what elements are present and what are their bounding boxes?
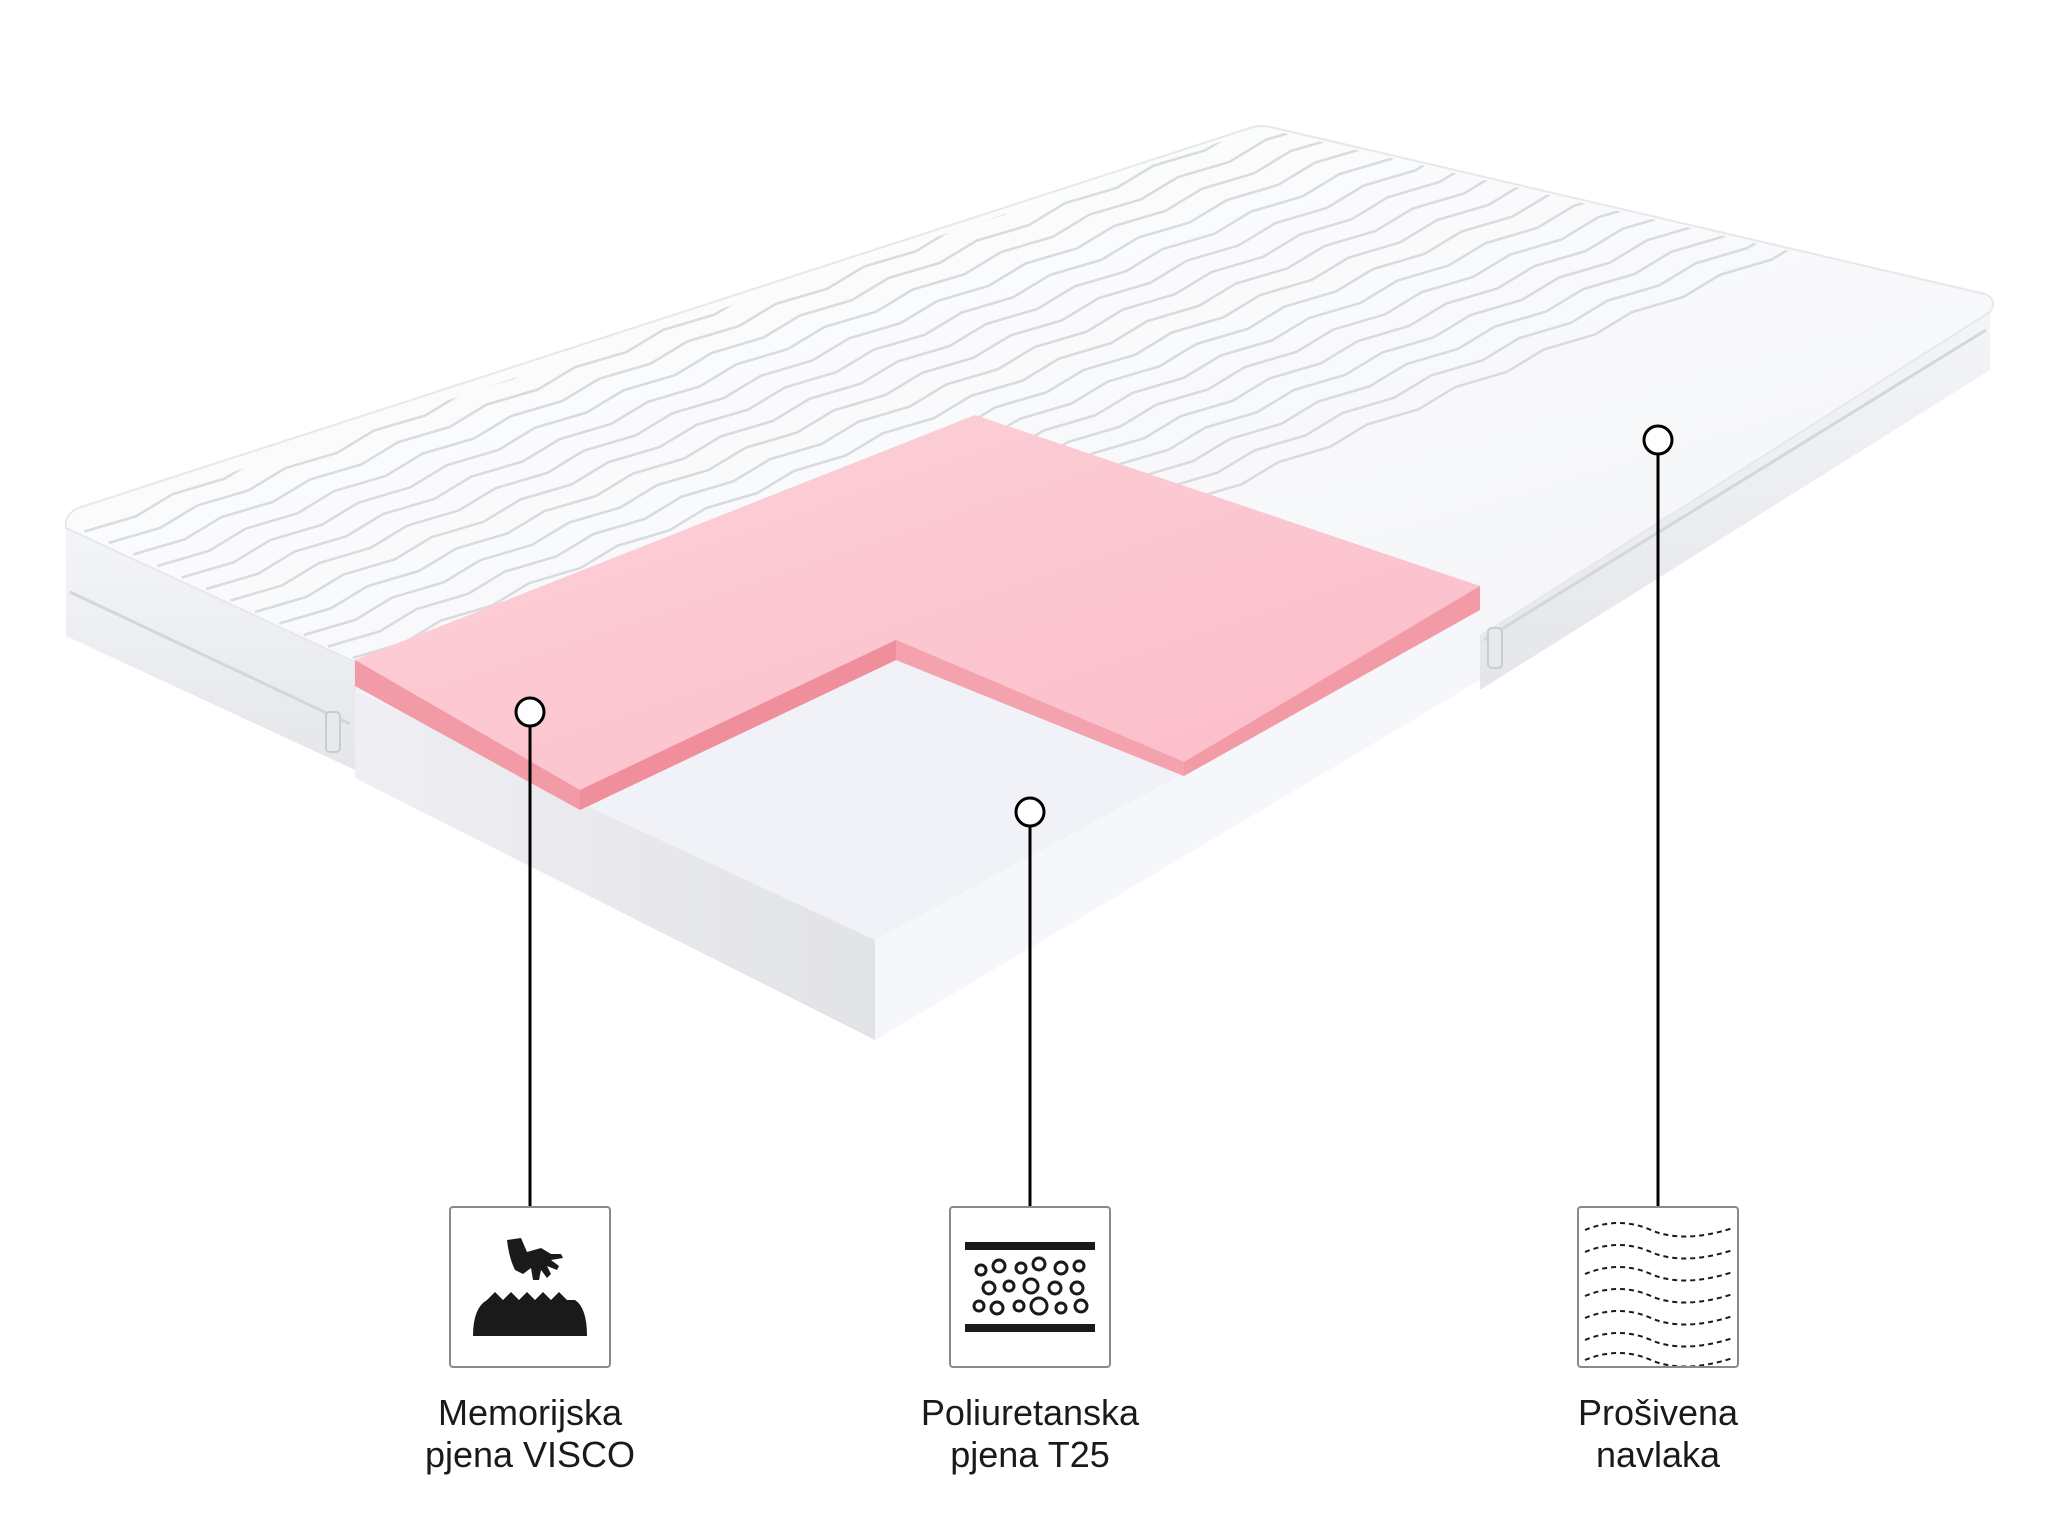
- quilt-stitch-line: [205, 128, 1495, 591]
- memory-foam-label: Memorijska pjena VISCO: [350, 1392, 710, 1476]
- quilt-stitch-line: [327, 128, 1617, 648]
- quilted-cover-label: Prošivena navlaka: [1478, 1392, 1838, 1476]
- polyurethane-foam-icon-box: [949, 1206, 1111, 1368]
- quilted-cover-label-line1: Prošivena: [1577, 1392, 1739, 1433]
- quilted-cover-label-line2: navlaka: [1595, 1434, 1721, 1475]
- quilt-stitch-line: [303, 128, 1593, 637]
- marker-t25: [1014, 796, 1046, 828]
- polyurethane-foam-label-line2: pjena T25: [950, 1434, 1110, 1475]
- quilt-stitch-line: [230, 128, 1520, 602]
- hand-pressing-foam-icon: [473, 1238, 587, 1336]
- memory-foam-icon-box: [449, 1206, 611, 1368]
- marker-cover: [1642, 424, 1674, 456]
- quilt-stitch-line: [157, 128, 1446, 568]
- marker-visco: [514, 696, 546, 728]
- callout-connector-t25: [1014, 796, 1046, 1206]
- memory-foam-label-line1: Memorijska: [437, 1392, 623, 1433]
- memory-foam-label-line2: pjena VISCO: [424, 1434, 636, 1475]
- polyurethane-foam-label: Poliuretanska pjena T25: [850, 1392, 1210, 1476]
- foam-cells-icon: [965, 1242, 1095, 1332]
- callout-connector-cover: [1642, 424, 1674, 1206]
- quilt-stitch-line: [181, 128, 1471, 579]
- quilted-fabric-icon: [1584, 1222, 1734, 1366]
- quilt-stitch-line: [352, 128, 1641, 660]
- polyurethane-foam-label-line1: Poliuretanska: [920, 1392, 1140, 1433]
- callout-connector-visco: [514, 696, 546, 1206]
- memory-foam-layer: [355, 415, 1480, 810]
- quilt-stitch-line: [254, 128, 1544, 614]
- quilted-cover-icon-box: [1577, 1206, 1739, 1368]
- quilt-stitch-line: [279, 128, 1568, 625]
